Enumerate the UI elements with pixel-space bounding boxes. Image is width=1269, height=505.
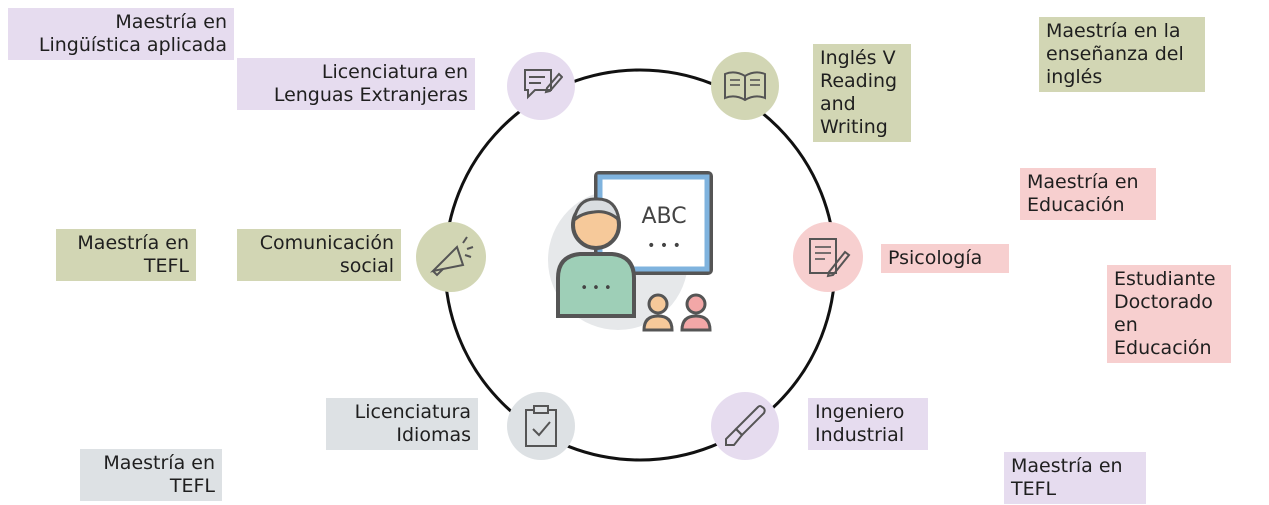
outer-label-ensenanza: Maestría en la enseñanza del inglés [1039,17,1205,92]
svg-text:• • •: • • • [580,281,611,296]
teacher-icon: ABC • • • • • • [548,171,713,332]
outer-label-tefl-left: Maestría en TEFL [56,229,196,281]
node-label-comunicacion: Comunicación social [237,229,401,281]
outer-label-tefl-bottom-left: Maestría en TEFL [80,449,222,501]
node-label-licenciatura-idiomas: Licenciatura Idiomas [326,398,478,450]
outer-label-doctorado: Estudiante Doctorado en Educación [1107,265,1231,363]
outer-label-linguistica: Maestría en Lingüística aplicada [8,8,234,60]
board-dots: • • • [647,238,681,254]
student-icon [647,293,669,315]
speech-bubble-pencil-icon [507,52,575,120]
notepad-pencil-icon [793,222,863,292]
student-icon [685,293,707,315]
clipboard-check-icon [507,392,575,460]
node-label-psicologia: Psicología [881,244,1009,273]
megaphone-icon [416,222,486,292]
open-book-icon [711,52,779,120]
node-label-licenciatura-lenguas: Licenciatura en Lenguas Extranjeras [237,58,475,110]
outer-label-tefl-bottom-right: Maestría en TEFL [1004,452,1146,504]
teacher-body [556,252,636,318]
board-text: ABC [641,204,686,229]
outer-label-educacion: Maestría en Educación [1020,168,1156,220]
node-label-ingles-v: Inglés V Reading and Writing [813,44,911,142]
paintbrush-icon [711,392,779,460]
node-label-ingeniero: Ingeniero Industrial [808,398,928,450]
